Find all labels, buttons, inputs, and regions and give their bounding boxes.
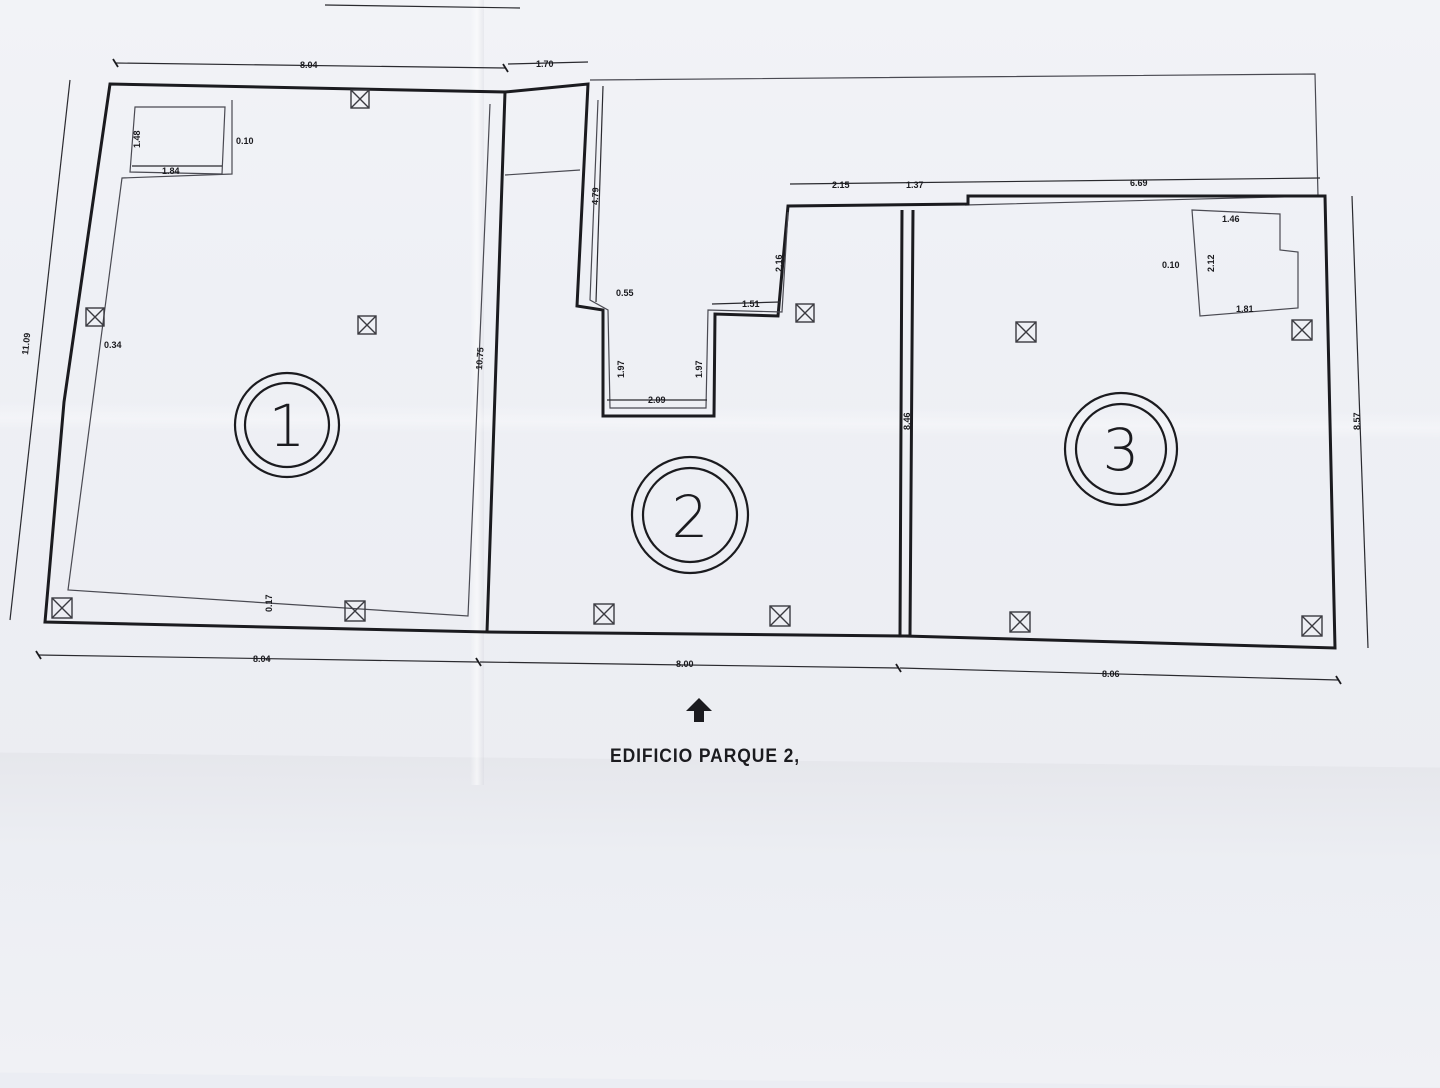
column-cross-box-icon xyxy=(1291,319,1313,341)
dim-label-step: 1.51 xyxy=(742,299,760,309)
column-markers xyxy=(51,89,1323,637)
dim-label-unit3-sq-top: 1.46 xyxy=(1222,214,1240,224)
column-cross-box-icon xyxy=(593,603,615,625)
dim-label-right-drop: 1.97 xyxy=(694,360,704,378)
dim-line-top-2 xyxy=(507,61,589,65)
unit-2-badge: 2 xyxy=(630,455,750,575)
dim-label-unit1-right: 10.75 xyxy=(474,347,486,370)
unit-1-inner-line xyxy=(67,100,491,617)
building-label: EDIFICIO PARQUE 2, xyxy=(610,746,801,767)
dim-label-channel: 4.79 xyxy=(590,187,601,205)
dim-label-top-a: 2.15 xyxy=(832,180,850,190)
column-cross-box-icon xyxy=(344,600,366,622)
unit-3-divider xyxy=(898,209,915,638)
unit-1-shaft xyxy=(129,106,226,175)
dim-line-bottom-2 xyxy=(479,661,899,669)
dim-label-notch: 0.55 xyxy=(616,288,634,298)
dim-label-notch-width: 2.09 xyxy=(648,395,666,405)
column-cross-box-icon xyxy=(795,303,815,323)
dim-line-top-1 xyxy=(114,62,506,69)
column-cross-box-icon xyxy=(350,89,370,109)
title-remnant xyxy=(324,4,521,9)
dim-label-left-offset: 0.34 xyxy=(104,340,122,350)
column-cross-box-icon xyxy=(51,597,73,619)
dim-label-top-1: 8.04 xyxy=(300,60,318,70)
unit-2-inner-line xyxy=(589,99,789,409)
dim-label-shaft-gap: 0.10 xyxy=(236,136,254,146)
column-cross-box-icon xyxy=(357,315,377,335)
column-cross-box-icon xyxy=(1301,615,1323,637)
dim-line-left xyxy=(9,79,71,621)
dim-label-unit3-sq-h: 2.12 xyxy=(1206,254,1216,272)
dim-label-shaft-h: 1.48 xyxy=(132,130,142,148)
dim-label-unit3-sq-gap: 0.10 xyxy=(1162,260,1180,270)
dim-label-unit3-left: 8.46 xyxy=(902,412,912,430)
dim-label-bottom-3: 8.06 xyxy=(1102,669,1120,679)
unit-1-outline xyxy=(43,82,507,634)
dim-label-step-h: 2.16 xyxy=(774,254,784,272)
dim-label-bottom-1: 8.04 xyxy=(253,654,271,664)
dim-label-unit3-sq-w: 1.81 xyxy=(1236,304,1254,314)
unit-2-outline xyxy=(486,82,1337,650)
dim-line-bottom-1 xyxy=(37,654,479,663)
unit-3-shaft xyxy=(1191,209,1299,317)
unit-2-number: 2 xyxy=(672,483,709,551)
dim-label-top-2: 1.70 xyxy=(536,59,554,69)
dim-label-unit3-right: 8.57 xyxy=(1352,412,1362,430)
column-cross-box-icon xyxy=(85,307,105,327)
unit-1-badge: 1 xyxy=(233,371,341,479)
dim-label-left: 11.09 xyxy=(20,332,32,355)
dim-label-top-b: 1.37 xyxy=(906,180,924,190)
unit-1-number: 1 xyxy=(269,392,306,460)
unit-3-badge: 3 xyxy=(1063,391,1179,507)
terrace-outline xyxy=(589,73,1319,206)
dim-label-unit3-top: 6.69 xyxy=(1130,178,1148,188)
dim-label-shaft-w: 1.84 xyxy=(162,166,180,176)
paper-fold-vertical xyxy=(470,0,484,785)
column-cross-box-icon xyxy=(1015,321,1037,343)
column-cross-box-icon xyxy=(769,605,791,627)
dim-label-bottom-2: 8.00 xyxy=(676,659,694,669)
dim-label-left-drop: 1.97 xyxy=(616,360,626,378)
unit-2-partition xyxy=(504,169,581,176)
dim-line-bottom-3 xyxy=(899,667,1339,681)
paper-sheet-upper xyxy=(0,0,1440,785)
up-arrow-icon xyxy=(686,698,712,722)
column-cross-box-icon xyxy=(1009,611,1031,633)
unit-3-number: 3 xyxy=(1103,416,1140,484)
dim-label-bottom-offset: 0.17 xyxy=(264,594,274,612)
